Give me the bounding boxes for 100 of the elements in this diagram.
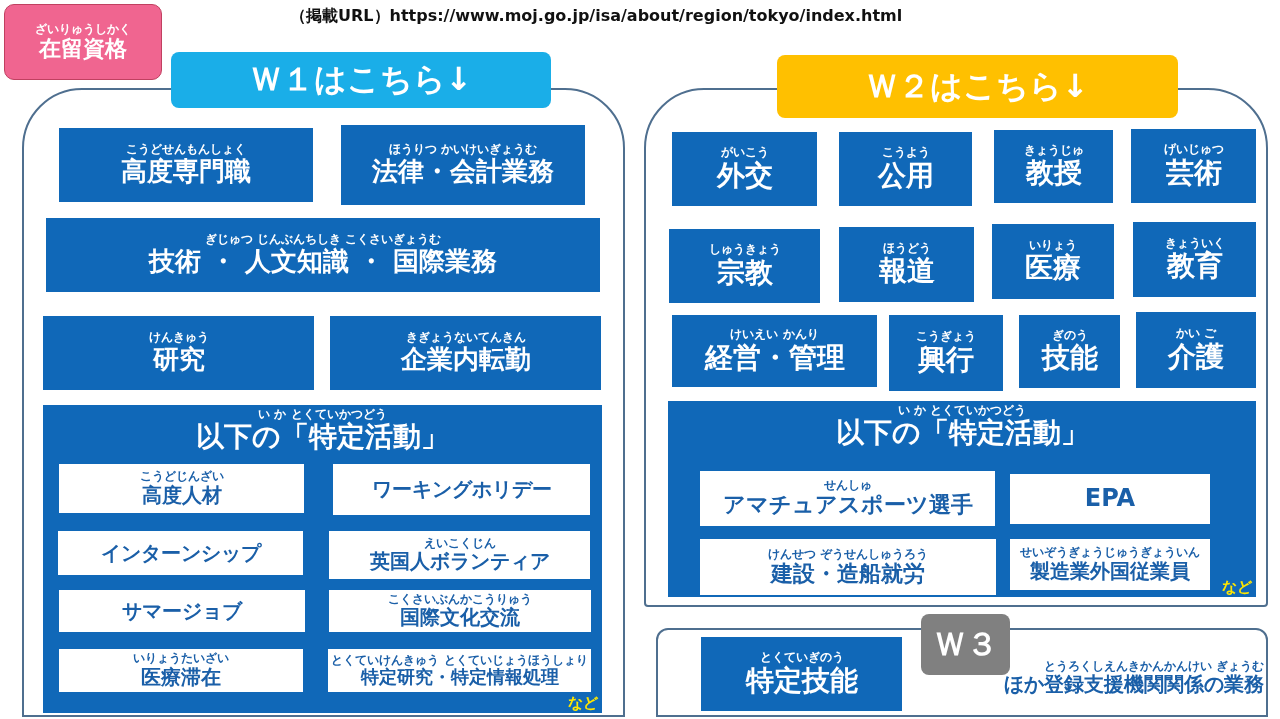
heading-tab: Ｗ１はこちら↓: [171, 52, 551, 108]
category-box: [1133, 222, 1256, 297]
category-box: [839, 227, 974, 302]
category-label: 技能: [1041, 342, 1098, 375]
category-box: [700, 539, 996, 595]
furigana-text: えいこくじん: [423, 536, 496, 551]
furigana-text: ざいりゅうしかく: [35, 22, 131, 36]
category-label: 公用: [877, 159, 934, 192]
category-label: 国際文化交流: [400, 606, 520, 630]
category-box: [329, 590, 591, 632]
category-box: [672, 132, 817, 206]
furigana-text: けんせつ ぞうせんしゅうろう: [767, 547, 929, 561]
category-label: 在留資格: [39, 35, 127, 62]
furigana-text: こうぎょう: [916, 330, 976, 344]
furigana-text: けいえい かんり: [730, 328, 819, 342]
category-box: [46, 218, 600, 292]
furigana-text: せいぞうぎょうじゅうぎょういん: [1020, 546, 1200, 560]
category-box: [58, 531, 303, 575]
category-label: 高度専門職: [121, 156, 251, 187]
category-box: [1010, 474, 1210, 524]
category-label: サマージョブ: [122, 599, 242, 623]
furigana-text: い か とくていかつどう: [897, 404, 1027, 417]
category-box: [333, 464, 590, 515]
category-box: [1136, 312, 1256, 388]
heading-tab: Ｗ２はこちら↓: [777, 55, 1178, 118]
furigana-text: とうろくしえんきかんかんけい ぎょうむ: [1043, 660, 1264, 674]
category-box: [330, 316, 601, 390]
category-box: [59, 649, 303, 692]
category-box: [701, 637, 902, 711]
category-label: 芸術: [1165, 156, 1222, 189]
furigana-text: きぎょうないてんきん: [405, 331, 526, 345]
category-box: [329, 531, 590, 579]
furigana-text: いりょうたいざい: [133, 652, 229, 666]
category-label: ワーキングホリデー: [371, 478, 552, 501]
furigana-text: かい ご: [1175, 327, 1217, 341]
furigana-text: がいこう: [720, 146, 769, 160]
category-label: 医療: [1025, 252, 1081, 285]
category-box: [994, 130, 1113, 203]
category-box: [1010, 539, 1210, 590]
furigana-text: こうどじんざい: [139, 470, 224, 484]
furigana-text: せんしゅ: [823, 479, 872, 493]
category-label: 経営・管理: [704, 341, 845, 374]
category-label: 特定研究・特定情報処理: [360, 666, 559, 688]
heading-tab: Ｗ３: [921, 614, 1010, 675]
furigana-text: ぎじゅつ じんぶんちしき こくさいぎょうむ: [204, 233, 442, 247]
category-group-box: [43, 405, 602, 713]
category-box: [59, 128, 313, 202]
category-box: [700, 471, 995, 526]
furigana-text: しゅうきょう: [708, 243, 781, 257]
category-label: 報道: [878, 255, 935, 288]
category-box: [328, 649, 591, 692]
furigana-text: けんきゅう: [148, 331, 209, 345]
category-label: 建設・造船就労: [771, 560, 925, 587]
category-box: [672, 315, 877, 387]
category-box: [341, 125, 585, 205]
category-label: ほか登録支援機関関係の業務: [1004, 673, 1264, 697]
furigana-text: こうどせんもんしょく: [126, 143, 246, 157]
category-label: 介護: [1168, 340, 1224, 373]
furigana-text: こうよう: [881, 146, 930, 160]
category-label: 以下の「特定活動」: [835, 417, 1089, 450]
category-label: 以下の「特定活動」: [196, 421, 449, 454]
furigana-text: ぎのう: [1051, 328, 1088, 342]
category-label: EPA: [1084, 485, 1136, 513]
category-label: 興行: [918, 343, 974, 376]
category-box: [669, 229, 820, 303]
furigana-text: い か とくていかつどう: [258, 408, 387, 421]
category-label: 教授: [1025, 157, 1082, 190]
category-label: 特定技能: [745, 664, 858, 697]
furigana-text: ほうりつ かいけいぎょうむ: [388, 143, 538, 157]
furigana-text: とくていけんきゅう とくていじょうほうしょり: [331, 653, 588, 667]
furigana-text: きょういく: [1164, 236, 1225, 250]
title-badge: [4, 4, 162, 80]
source-url-text: （掲載URL）https://www.moj.go.jp/isa/about/region/tokyo/index.html: [290, 6, 903, 27]
furigana-text: とくていぎのう: [759, 651, 844, 665]
category-label: 宗教: [716, 256, 773, 289]
category-box: [1131, 129, 1256, 203]
category-box: [839, 132, 972, 206]
category-box: [43, 316, 314, 390]
furigana-text: いりょう: [1029, 238, 1077, 252]
category-label: 企業内転勤: [400, 344, 531, 375]
category-label: 英国人ボランティア: [369, 550, 550, 574]
category-label: 医療滞在: [141, 665, 221, 689]
note-text: など: [568, 694, 598, 713]
category-box: [59, 464, 304, 513]
category-label: 法律・会計業務: [372, 156, 554, 187]
category-label: アマチュアスポーツ選手: [722, 492, 973, 518]
category-label: 技術 ・ 人文知識 ・ 国際業務: [148, 246, 498, 277]
category-box: [992, 224, 1114, 299]
furigana-text: げいじゅつ: [1163, 143, 1224, 157]
category-group-box: [668, 401, 1256, 597]
furigana-text: ほうどう: [882, 241, 931, 255]
category-label: 教育: [1166, 250, 1223, 283]
category-box: [59, 590, 305, 632]
category-label: 研究: [152, 344, 205, 375]
category-label: 高度人材: [141, 483, 222, 507]
category-box: [889, 315, 1003, 391]
category-label: 外交: [716, 159, 773, 192]
furigana-text: こくさいぶんかこうりゅう: [388, 592, 532, 607]
category-label: 製造業外国従業員: [1030, 559, 1190, 583]
category-label: インターンシップ: [100, 541, 261, 565]
